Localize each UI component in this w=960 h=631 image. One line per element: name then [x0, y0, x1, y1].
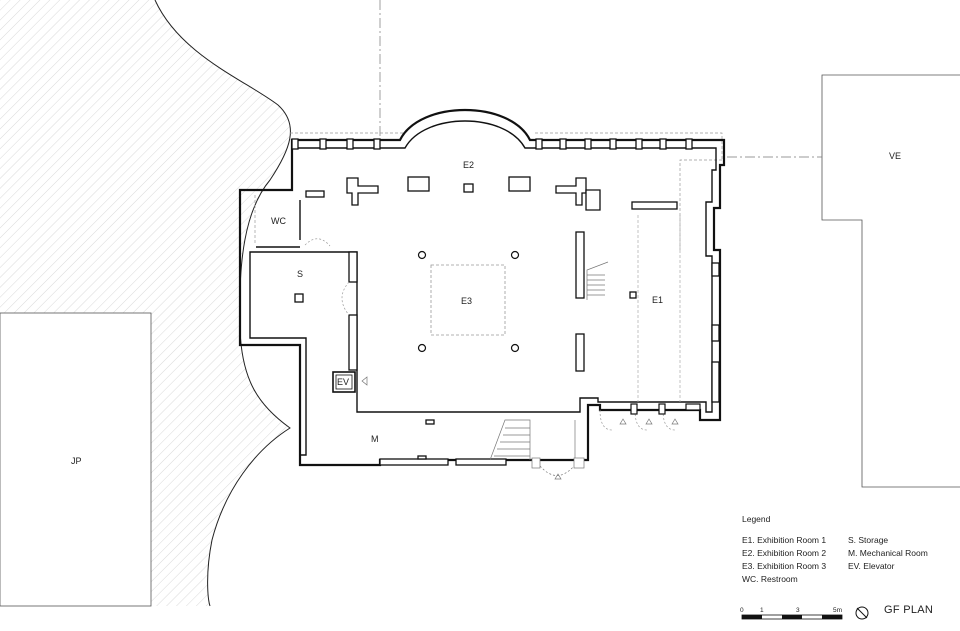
e3-central-zone	[430, 264, 506, 336]
legend: Legend E1. Exhibition Room 1 S. Storage …	[742, 513, 952, 586]
room-label-wc: WC	[271, 216, 286, 226]
legend-item: EV. Elevator	[848, 561, 895, 571]
upper-floor-outline	[254, 132, 723, 250]
wall-windows-right	[711, 262, 720, 403]
wc-walls	[256, 200, 331, 248]
e1-grid-lines	[637, 215, 681, 402]
m-bottom-windows	[379, 419, 507, 466]
scale-bar: 0 1 3 5m	[740, 607, 843, 620]
legend-list: E1. Exhibition Room 1 S. Storage E2. Exh…	[742, 534, 952, 586]
scale-tick-5: 5m	[833, 607, 842, 614]
columns-e2	[305, 176, 678, 211]
entrance-doors	[599, 409, 676, 431]
north-arrow-icon	[855, 606, 869, 620]
neighbour-building-ve	[821, 74, 960, 488]
room-label-ev: EV	[337, 377, 349, 387]
legend-title: Legend	[742, 514, 771, 524]
room-label-ve: VE	[889, 151, 901, 161]
room-label-m: M	[371, 434, 379, 444]
round-columns	[417, 250, 520, 353]
door-triangles	[361, 376, 679, 480]
room-label-e3: E3	[461, 296, 472, 306]
scale-tick-1: 1	[760, 607, 764, 614]
legend-item: WC. Restroom	[742, 574, 798, 584]
neighbour-building-jp	[0, 312, 152, 607]
elevator-box	[332, 371, 356, 393]
legend-item: E1. Exhibition Room 1	[742, 535, 827, 545]
wall-piers-top	[291, 138, 693, 150]
partitions	[294, 231, 637, 372]
legend-item: M. Mechanical Room	[848, 548, 928, 558]
plan-title: GF PLAN	[884, 604, 934, 616]
legend-item: E3. Exhibition Room 3	[742, 561, 827, 571]
storage-door-swing	[341, 281, 350, 316]
room-label-e1: E1	[652, 295, 663, 305]
e1-bottom-piers	[630, 403, 701, 415]
room-label-s: S	[297, 269, 303, 279]
room-label-e2: E2	[463, 160, 474, 170]
stair-m	[489, 419, 585, 476]
scale-tick-0: 0	[740, 607, 744, 614]
legend-item: S. Storage	[848, 535, 889, 545]
scale-tick-3: 3	[796, 607, 800, 614]
legend-item: E2. Exhibition Room 2	[742, 548, 827, 558]
interior-wall-line	[249, 120, 717, 456]
room-label-jp: JP	[71, 456, 82, 466]
stair-e1	[586, 261, 609, 300]
